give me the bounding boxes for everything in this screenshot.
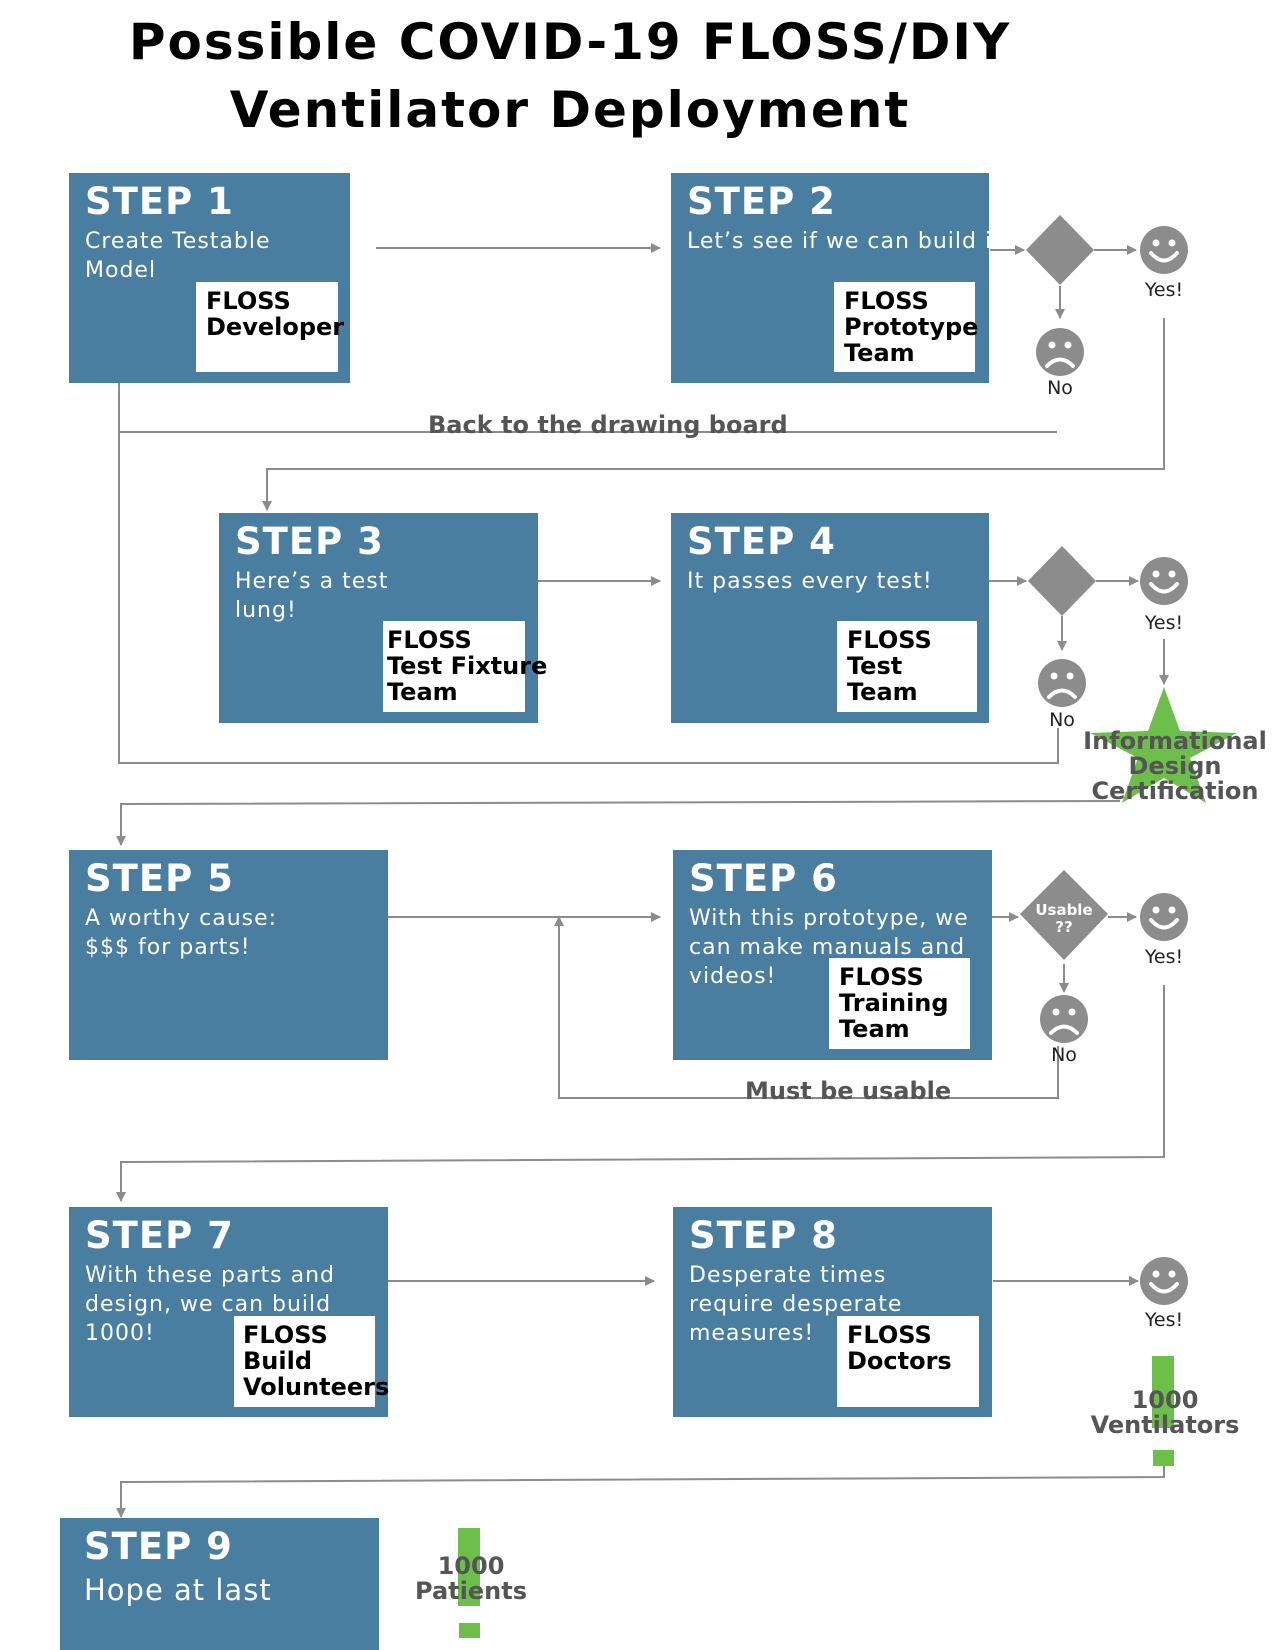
decision-diamond-2	[1028, 546, 1096, 616]
step-3-team: FLOSS Test Fixture Team	[383, 621, 547, 712]
ventilators-label: 1000 Ventilators	[1090, 1386, 1240, 1439]
step-5-title: STEP 5	[85, 857, 234, 900]
step-6-description: With this prototype, we can make manuals…	[689, 906, 969, 989]
step-5-box: STEP 5 A worthy cause: $$$ for parts!	[69, 850, 388, 1060]
step-2-title: STEP 2	[687, 180, 836, 223]
must-be-usable-label: Must be usable	[745, 1077, 952, 1105]
step-7-description: With these parts and design, we can buil…	[85, 1263, 336, 1346]
ventilators-exclamation-icon	[1152, 1356, 1174, 1428]
step-2-description: Let’s see if we can build it!	[687, 229, 1012, 254]
step-6-team: FLOSS Training Team	[829, 958, 970, 1049]
no-frown-icon-2	[1036, 657, 1088, 709]
yes-smiley-icon-4	[1138, 1255, 1190, 1307]
arrow-certification-to-step5	[116, 800, 1121, 846]
no-frown-icon-1	[1034, 326, 1086, 378]
decision-diamond-usable	[1020, 870, 1108, 960]
usable-decision-label: Usable ??	[1035, 901, 1093, 936]
step-6-title: STEP 6	[689, 857, 838, 900]
must-be-usable-loop	[554, 916, 1059, 1099]
yes-smiley-icon-3	[1138, 891, 1190, 943]
yes-label-1: Yes!	[1144, 279, 1184, 301]
title-line-2: Ventilator Deployment	[229, 81, 911, 139]
back-to-drawing-board-label: Back to the drawing board	[428, 411, 788, 439]
patients-exclamation-icon	[458, 1528, 480, 1606]
step-4-team: FLOSS Test Team	[837, 621, 977, 712]
certification-star-icon	[1090, 687, 1237, 803]
step-4-description: It passes every test!	[687, 569, 933, 594]
step-8-title: STEP 8	[689, 1214, 838, 1257]
certification-label: Informational Design Certification	[1083, 727, 1267, 805]
step-5-description: A worthy cause: $$$ for parts!	[85, 906, 278, 960]
step-8-box: STEP 8 Desperate times require desperate…	[673, 1207, 992, 1417]
yes-smiley-icon-1	[1138, 224, 1190, 276]
step-1-team: FLOSS Developer	[196, 282, 344, 372]
step-2-team: FLOSS Prototype Team	[834, 282, 978, 372]
step-1-description: Create Testable Model	[85, 229, 271, 283]
step-3-description: Here’s a test lung!	[235, 569, 389, 623]
step-8-team: FLOSS Doctors	[837, 1316, 979, 1407]
no-label-1: No	[1047, 377, 1073, 399]
step-9-box: STEP 9 Hope at last	[60, 1518, 379, 1650]
arrow-yes3-to-step7	[116, 985, 1165, 1202]
arrow-ventilators-to-step9	[116, 1455, 1165, 1518]
step-8-description: Desperate times require desperate measur…	[689, 1263, 903, 1346]
step-7-title: STEP 7	[85, 1214, 234, 1257]
step-1-title: STEP 1	[85, 180, 234, 223]
step-3-title: STEP 3	[235, 520, 384, 563]
title-line-1: Possible COVID-19 FLOSS/DIY	[128, 13, 1012, 71]
no-label-2: No	[1049, 709, 1075, 731]
step-9-title: STEP 9	[84, 1525, 233, 1568]
step-4-title: STEP 4	[687, 520, 836, 563]
step-7-team: FLOSS Build Volunteers	[234, 1316, 389, 1407]
step-9-description: Hope at last	[84, 1573, 272, 1607]
no-frown-icon-3	[1038, 993, 1090, 1045]
page-title: Possible COVID-19 FLOSS/DIY Ventilator D…	[0, 8, 1140, 144]
no-label-3: No	[1051, 1044, 1077, 1066]
yes-label-3: Yes!	[1144, 946, 1184, 968]
arrow-yes1-to-step3	[262, 318, 1165, 511]
yes-label-4: Yes!	[1144, 1309, 1184, 1331]
yes-smiley-icon-2	[1138, 555, 1190, 607]
patients-label: 1000 Patients	[415, 1552, 527, 1605]
decision-diamond-1	[1026, 215, 1094, 285]
yes-label-2: Yes!	[1144, 612, 1184, 634]
no2-loop-to-step1	[118, 322, 1059, 764]
